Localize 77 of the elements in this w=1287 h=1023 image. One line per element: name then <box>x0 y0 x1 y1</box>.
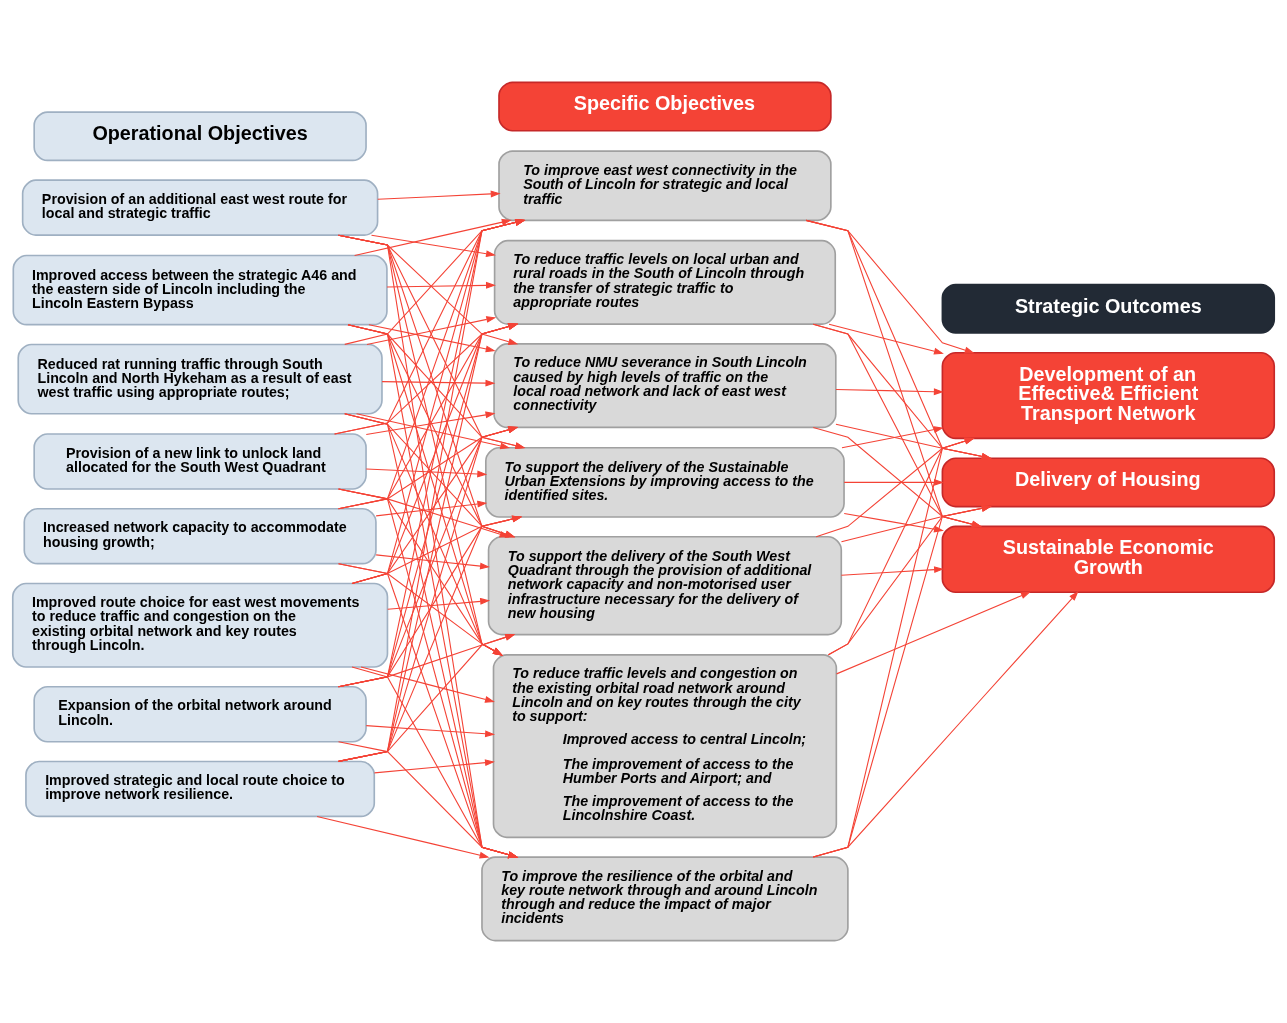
arrow <box>337 741 519 859</box>
arrow <box>337 219 526 510</box>
arrow <box>812 591 1079 858</box>
node-box: To reduce NMU severance in South Lincoln caused by high levels of traffic on the local road network and lack of east west connectivity <box>493 343 837 429</box>
arrow <box>366 316 497 345</box>
node-box: Improved strategic and local route choice to improve network resilience. <box>25 760 376 818</box>
node-box: Increased network capacity to accommodate housing growth; <box>23 507 377 565</box>
arrow <box>843 478 944 486</box>
arrow <box>841 426 944 449</box>
arrow <box>805 219 982 528</box>
arrow <box>351 426 519 584</box>
arrow <box>344 219 526 345</box>
node-box: Specific Objectives <box>498 81 832 132</box>
arrow <box>351 666 519 859</box>
node-box: Strategic Outcomes <box>941 283 1276 334</box>
arrow <box>337 426 519 688</box>
node-box: Improved route choice for east west movements to reduce traffic and congestion on the existing orbital network and key routes through Lincoln. <box>11 582 389 668</box>
arrow <box>836 591 1031 675</box>
arrow <box>840 504 992 543</box>
arrow <box>365 411 496 435</box>
node-box: To improve the resilience of the orbital and key route network through and around Lincoln through and reduce the impact of major incidents <box>481 856 849 942</box>
arrow <box>354 218 512 256</box>
arrow <box>337 563 519 859</box>
arrow <box>334 323 519 435</box>
arrow <box>386 281 496 289</box>
node-box: Delivery of Housing <box>941 457 1276 508</box>
arrow <box>337 426 519 510</box>
arrow <box>373 759 495 774</box>
node-box: To reduce traffic levels on local urban and rural roads in the South of Lincoln through the transfer of strategic traffic to appropriate routes <box>493 239 837 325</box>
arrow <box>337 323 519 688</box>
arrow <box>835 388 944 396</box>
arrow <box>375 500 488 517</box>
arrow <box>365 725 496 738</box>
node-box: To improve east west connectivity in the South of Lincoln for strategic and local traffic <box>498 150 832 222</box>
node-box: Improved access between the strategic A46 and the eastern side of Lincoln including the Lincoln Eastern Bypass <box>12 254 388 326</box>
node-box: Expansion of the orbital network around Lincoln. <box>33 685 367 743</box>
arrow <box>337 515 523 762</box>
node-box: Operational Objectives <box>33 111 367 162</box>
arrow <box>815 437 975 538</box>
node-box: To reduce traffic levels and congestion on the existing orbital road network around Lincoln and on key routes through the city to support: Improved access to central Lincoln; The improvement of access to the Humber Ports and Airport; and The improvement of access to the Lincolnshire Coast. <box>492 654 838 839</box>
arrow <box>387 597 491 610</box>
arrow <box>337 515 523 688</box>
arrow <box>360 666 495 703</box>
arrow <box>351 219 526 584</box>
arrow <box>337 234 519 859</box>
arrow <box>835 423 992 460</box>
arrow <box>827 504 992 656</box>
node-box: Provision of a new link to unlock land allocated for the South West Quadrant <box>33 433 367 490</box>
arrow <box>347 324 519 859</box>
arrow <box>381 379 496 387</box>
arrow <box>337 426 519 762</box>
arrow <box>351 515 523 584</box>
arrow <box>337 323 519 510</box>
arrow <box>337 323 519 762</box>
arrow <box>337 234 516 538</box>
arrow <box>812 323 982 528</box>
arrow <box>344 413 519 859</box>
arrow <box>356 413 511 450</box>
arrow <box>337 488 519 859</box>
arrow <box>375 554 490 570</box>
arrow <box>368 324 496 353</box>
arrow <box>365 468 488 478</box>
node-box: Reduced rat running traffic through South Lincoln and North Hykeham as a result of east west traffic using appropriate routes; <box>17 343 383 415</box>
node-box: Development of an Effective& Efficient Transport Network <box>941 351 1276 440</box>
arrow <box>828 323 944 355</box>
arrow <box>840 566 945 576</box>
arrow <box>316 815 490 859</box>
arrow <box>337 633 516 688</box>
node-box: To support the delivery of the Sustainable Urban Extensions by improving access to the identified sites. <box>485 446 845 518</box>
arrow <box>812 426 982 528</box>
arrow <box>337 633 516 762</box>
node-box: Sustainable Economic Growth <box>941 525 1276 594</box>
arrow <box>377 190 501 200</box>
node-box: Provision of an additional east west route for local and strategic traffic <box>21 179 379 236</box>
arrow <box>351 323 519 584</box>
node-box: To support the delivery of the South West Quadrant through the provision of additional network capacity and non-motorised user infrastructure necessary for the delivery of new housing <box>487 535 843 636</box>
arrow <box>370 234 496 258</box>
